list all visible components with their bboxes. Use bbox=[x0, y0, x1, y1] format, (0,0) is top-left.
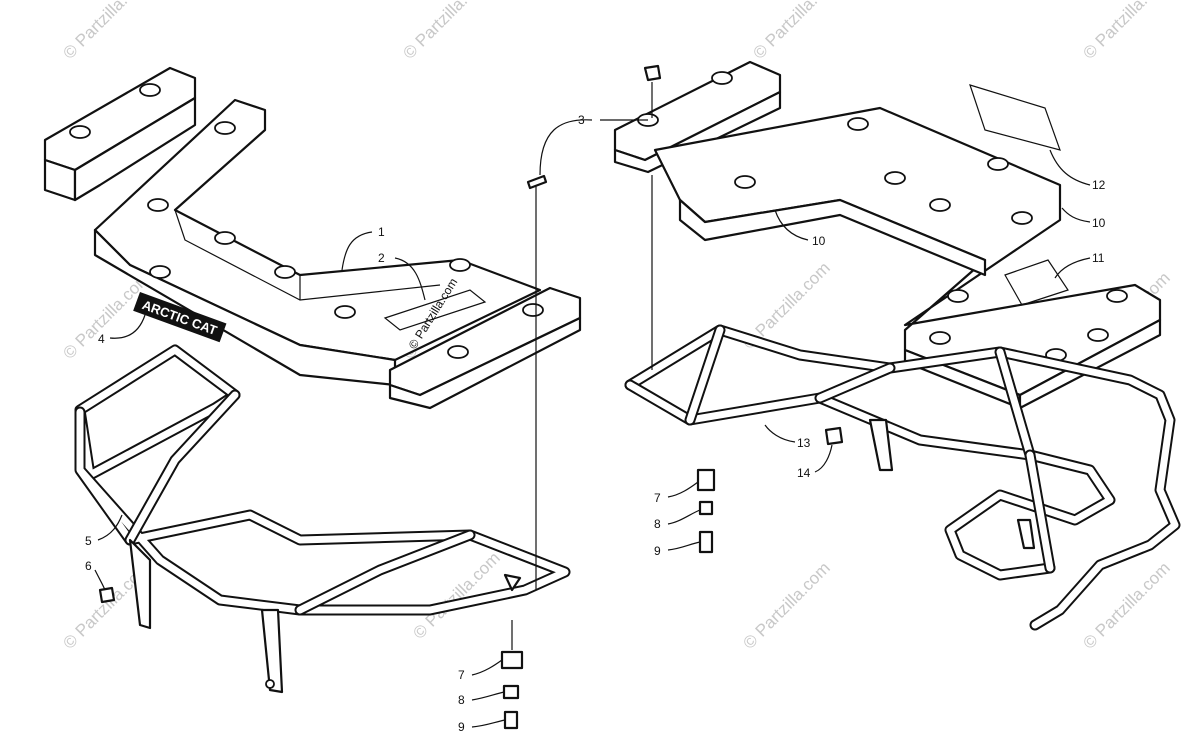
callout-6: 6 bbox=[85, 559, 92, 573]
watermark: © Partzilla.com bbox=[1079, 0, 1173, 63]
decal-sheet bbox=[969, 84, 1061, 151]
callout-11: 11 bbox=[1092, 251, 1105, 265]
rear-rack-tube-frame[interactable] bbox=[624, 324, 1181, 631]
callout-12: 12 bbox=[1092, 178, 1106, 192]
front-rack-tube-frame[interactable] bbox=[74, 344, 571, 694]
watermark: © Partzilla.com bbox=[399, 0, 493, 63]
callout-group: 1 2 3 4 5 6 7 8 9 7 8 9 10 10 11 12 13 bbox=[85, 113, 1106, 734]
callout-3: 3 bbox=[578, 113, 585, 127]
callout-10-a: 10 bbox=[812, 234, 826, 248]
callout-7-rear: 7 bbox=[654, 491, 661, 505]
callout-1: 1 bbox=[378, 225, 385, 239]
watermark: © Partzilla.com bbox=[749, 0, 843, 63]
watermark: © Partzilla.com bbox=[739, 558, 833, 652]
watermark: © Partzilla.com bbox=[59, 268, 153, 362]
callout-8-rear: 8 bbox=[654, 517, 661, 531]
rear-hardware bbox=[643, 64, 844, 554]
callout-9-front: 9 bbox=[458, 720, 465, 734]
rear-rack-cover[interactable] bbox=[613, 60, 1162, 410]
front-rack-cover[interactable]: ARCTIC CAT bbox=[43, 66, 582, 410]
callout-4: 4 bbox=[98, 332, 105, 346]
callout-10-b: 10 bbox=[1092, 216, 1106, 230]
callout-7-front: 7 bbox=[458, 668, 465, 682]
front-hardware bbox=[98, 174, 548, 730]
callout-13: 13 bbox=[797, 436, 811, 450]
callout-14: 14 bbox=[797, 466, 811, 480]
watermark: © Partzilla.com bbox=[59, 0, 153, 63]
callout-8-front: 8 bbox=[458, 693, 465, 707]
callout-9-rear: 9 bbox=[654, 544, 661, 558]
callout-5: 5 bbox=[85, 534, 92, 548]
callout-2: 2 bbox=[378, 251, 385, 265]
